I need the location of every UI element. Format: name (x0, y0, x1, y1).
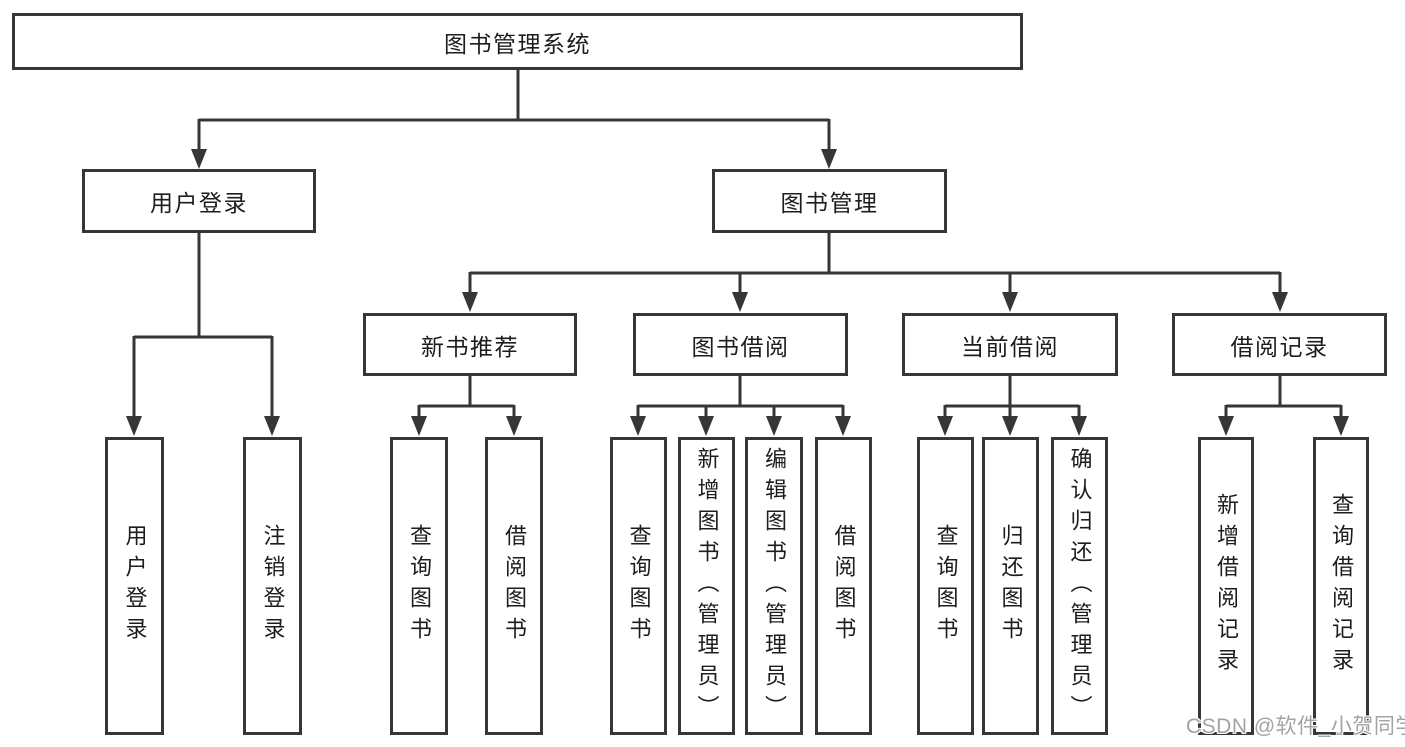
leaf-logout-label: 注销登录 (260, 524, 286, 648)
leaf-user-login: 用户登录 (105, 437, 164, 735)
leaf-br-add-record: 新增借阅记录 (1198, 437, 1254, 735)
leaf-bb-borrow-books-label: 借阅图书 (831, 524, 857, 648)
leaf-cb-query-books-label: 查询图书 (933, 524, 959, 648)
node-user-login: 用户登录 (82, 169, 316, 233)
leaf-bb-query-books: 查询图书 (610, 437, 667, 735)
node-current-borrow-label: 当前借阅 (961, 333, 1059, 360)
leaf-nbr-borrow-books: 借阅图书 (485, 437, 543, 735)
node-book-borrow: 图书借阅 (633, 313, 848, 376)
leaf-bb-borrow-books: 借阅图书 (815, 437, 872, 735)
leaf-br-query-record-label: 查询借阅记录 (1329, 493, 1354, 679)
node-root: 图书管理系统 (12, 13, 1023, 70)
node-borrow-record: 借阅记录 (1172, 313, 1387, 376)
leaf-nbr-borrow-books-label: 借阅图书 (502, 524, 527, 648)
leaf-nbr-query-books: 查询图书 (390, 437, 448, 735)
leaf-bb-add-books: 新增图书（管理员） (678, 437, 735, 735)
node-borrow-record-label: 借阅记录 (1230, 333, 1329, 360)
leaf-nbr-query-books-label: 查询图书 (407, 524, 432, 648)
node-book-borrow-label: 图书借阅 (691, 333, 790, 360)
leaf-cb-confirm-return-label: 确认归还（管理员） (1067, 446, 1093, 726)
leaf-br-add-record-label: 新增借阅记录 (1214, 493, 1239, 679)
node-user-login-label: 用户登录 (150, 190, 248, 216)
node-new-book-rec: 新书推荐 (363, 313, 577, 376)
arrowheads (126, 149, 1349, 436)
leaf-bb-edit-books-label: 编辑图书（管理员） (762, 446, 787, 726)
node-new-book-rec-label: 新书推荐 (421, 333, 519, 360)
leaf-cb-query-books: 查询图书 (917, 437, 974, 735)
leaf-cb-confirm-return: 确认归还（管理员） (1051, 437, 1108, 735)
node-book-mgmt: 图书管理 (712, 169, 947, 233)
leaf-br-query-record: 查询借阅记录 (1313, 437, 1369, 735)
leaf-logout: 注销登录 (243, 437, 302, 735)
leaf-bb-edit-books: 编辑图书（管理员） (745, 437, 803, 735)
leaf-cb-return-books: 归还图书 (982, 437, 1039, 735)
leaf-cb-return-books-label: 归还图书 (998, 524, 1024, 648)
leaf-bb-add-books-label: 新增图书（管理员） (694, 446, 720, 726)
csdn-watermark: CSDN @软件_小贺同学 (1186, 715, 1405, 738)
leaf-user-login-label: 用户登录 (122, 524, 148, 648)
leaf-bb-query-books-label: 查询图书 (626, 524, 652, 648)
node-current-borrow: 当前借阅 (902, 313, 1118, 376)
node-book-mgmt-label: 图书管理 (780, 190, 879, 216)
node-root-label: 图书管理系统 (444, 30, 591, 57)
